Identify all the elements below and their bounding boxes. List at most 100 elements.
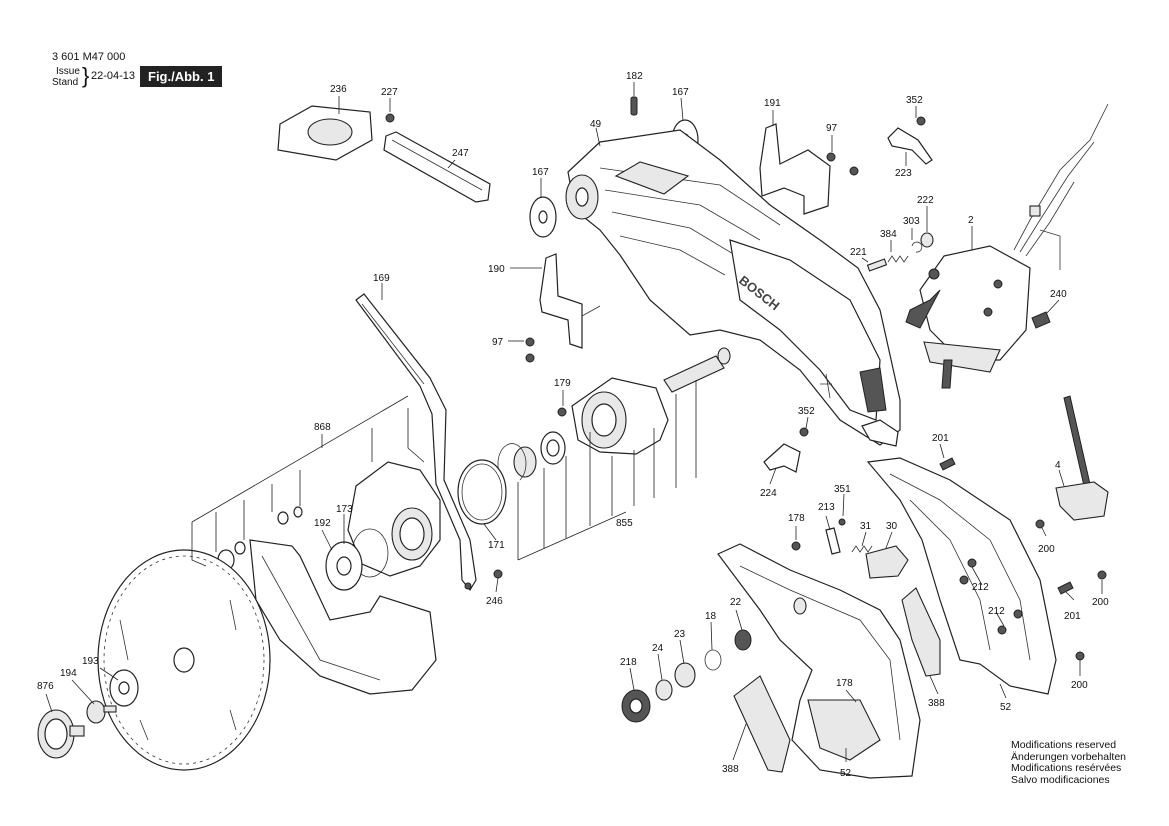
part-97-screw-upper <box>826 152 859 176</box>
part-191-bracket <box>759 123 831 215</box>
label-200-c: 200 <box>1071 680 1088 691</box>
label-194: 194 <box>60 668 77 679</box>
label-193: 193 <box>82 656 99 667</box>
part-labels: 236 227 247 182 167 49 167 191 97 352 22… <box>37 71 1109 779</box>
part-876-knob <box>37 709 85 759</box>
label-221: 221 <box>850 247 867 258</box>
part-855-bearing-set <box>497 431 566 481</box>
brace: } <box>82 63 90 88</box>
label-855: 855 <box>616 518 633 529</box>
part-192-washer <box>325 541 363 591</box>
part-240-screw <box>1031 311 1051 329</box>
part-lower-blade-guard <box>249 539 437 695</box>
label-18: 18 <box>705 611 717 622</box>
label-212-b: 212 <box>988 606 1005 617</box>
label-4: 4 <box>1055 460 1061 471</box>
label-868: 868 <box>314 422 331 433</box>
label-351: 351 <box>834 484 851 495</box>
part-193-flange <box>109 669 139 707</box>
label-178-lower: 178 <box>836 678 853 689</box>
part-224-clip <box>763 443 801 473</box>
label-303: 303 <box>903 216 920 227</box>
label-97-lower: 97 <box>492 337 504 348</box>
part-2-motor-assembly <box>905 103 1109 389</box>
part-201-screw-lower <box>1057 581 1074 595</box>
label-200-b: 200 <box>1092 597 1109 608</box>
label-24: 24 <box>652 643 664 654</box>
part-18-ring <box>704 649 722 671</box>
label-384: 384 <box>880 229 897 240</box>
part-179-screw <box>557 407 567 417</box>
figure-tag: Fig./Abb. 1 <box>140 66 223 87</box>
part-223-clip <box>887 127 933 165</box>
label-182: 182 <box>626 71 643 82</box>
part-384-spring <box>887 255 909 263</box>
part-167-washer-left <box>529 196 557 238</box>
part-218-knob <box>621 689 651 723</box>
issue-label: Issue <box>56 66 80 77</box>
label-178-upper: 178 <box>788 513 805 524</box>
part-4-lever <box>1055 395 1109 521</box>
modifications-note: Modifications reserved Änderungen vorbeh… <box>1011 739 1126 786</box>
modifications-line-fr: Modifications resérvées <box>1011 762 1122 774</box>
label-246: 246 <box>486 596 503 607</box>
label-222: 222 <box>917 195 934 206</box>
part-spindle-shaft <box>663 347 731 393</box>
stand-label: Stand <box>52 77 79 88</box>
part-23-nut <box>674 662 696 688</box>
part-saw-blade <box>97 549 271 771</box>
label-352-upper: 352 <box>906 95 923 106</box>
label-212-a: 212 <box>972 582 989 593</box>
label-388-lower: 388 <box>722 764 739 775</box>
label-200-a: 200 <box>1038 544 1055 555</box>
part-352-screw-lower <box>799 427 809 437</box>
label-352-lower: 352 <box>798 406 815 417</box>
label-213: 213 <box>818 502 835 513</box>
part-221-pin <box>866 258 888 272</box>
label-167-upper: 167 <box>672 87 689 98</box>
part-190-bracket <box>539 253 601 349</box>
label-876: 876 <box>37 681 54 692</box>
part-bearing-housing <box>571 377 669 455</box>
part-182-pin <box>630 96 638 116</box>
label-179: 179 <box>554 378 571 389</box>
label-201-lower: 201 <box>1064 611 1081 622</box>
label-240: 240 <box>1050 289 1067 300</box>
part-200-screw-c <box>1075 651 1085 661</box>
part-227-screw <box>385 113 395 123</box>
label-236: 236 <box>330 84 347 95</box>
label-2: 2 <box>968 215 974 226</box>
label-201-upper: 201 <box>932 433 949 444</box>
part-388-grip-lower <box>733 675 791 773</box>
part-30-switch-button <box>865 545 909 579</box>
label-247: 247 <box>452 148 469 159</box>
part-24-bushing <box>655 679 673 701</box>
part-868-guard-housing <box>347 461 441 577</box>
part-213-pin <box>825 527 841 555</box>
part-52-handle-frame-left <box>717 543 921 779</box>
label-388-right: 388 <box>928 698 945 709</box>
part-31-spring <box>851 545 873 553</box>
part-352-screw-upper <box>916 116 926 126</box>
part-200-screw-a <box>1035 519 1045 529</box>
label-223: 223 <box>895 168 912 179</box>
modifications-line-es: Salvo modificaciones <box>1011 773 1110 786</box>
label-224: 224 <box>760 488 777 499</box>
label-52-right: 52 <box>1000 702 1012 713</box>
label-227: 227 <box>381 87 398 98</box>
part-171-retaining-ring <box>457 459 507 525</box>
label-173: 173 <box>336 504 353 515</box>
label-30: 30 <box>886 521 898 532</box>
part-247-rail <box>383 131 491 203</box>
document-number: 3 601 M47 000 <box>52 51 126 63</box>
label-191: 191 <box>764 98 781 109</box>
part-178-screw-upper <box>791 541 801 551</box>
part-212-screw-a <box>967 558 977 568</box>
label-171: 171 <box>488 540 505 551</box>
part-200-screw-b <box>1097 570 1107 580</box>
issue-date: 22-04-13 <box>91 70 136 82</box>
label-190: 190 <box>488 264 505 275</box>
part-303-ring <box>911 241 923 253</box>
leader-lines <box>45 82 1103 762</box>
